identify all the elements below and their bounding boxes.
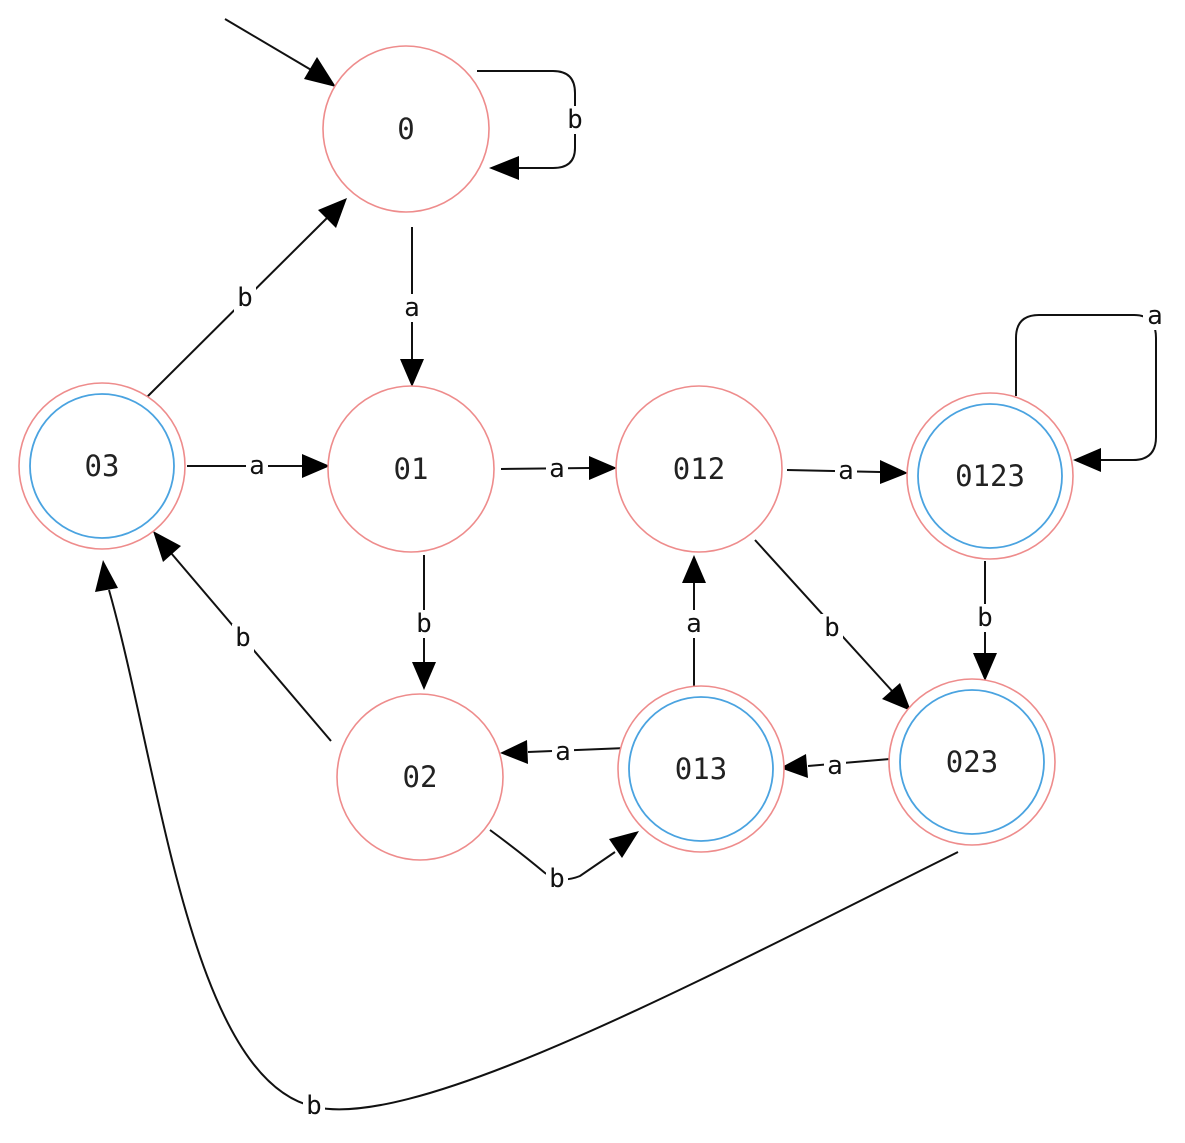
- state-node-0[interactable]: 0: [322, 45, 490, 213]
- state-node-03[interactable]: 03: [18, 382, 186, 550]
- svg-text:a: a: [549, 454, 565, 484]
- edge-label-013-02: a: [552, 737, 574, 767]
- svg-text:a: a: [838, 456, 854, 486]
- svg-text:b: b: [977, 603, 993, 633]
- edge-label-0123-loop: a: [1143, 301, 1167, 331]
- edge-023-013-line: [807, 758, 891, 767]
- arrowhead-012-023: [882, 683, 911, 711]
- arrowhead-0123-loop: [1073, 448, 1101, 472]
- edge-label-02-03: b: [232, 623, 254, 653]
- arrowhead-012-0123: [880, 460, 908, 484]
- state-label: 01: [394, 452, 429, 486]
- svg-text:b: b: [567, 105, 583, 135]
- edge-023-03-line: [108, 589, 959, 1111]
- state-label: 02: [403, 760, 438, 794]
- edges: [108, 18, 1157, 1111]
- edge-label-0123-023: b: [974, 603, 996, 633]
- edge-label-02-013: b: [546, 864, 568, 894]
- state-label: 0: [397, 112, 414, 146]
- edge-label-023-013: a: [824, 751, 846, 781]
- edge-label-01-02: b: [413, 609, 435, 639]
- state-node-013[interactable]: 013: [617, 685, 785, 853]
- arrowhead-0123-023: [973, 653, 997, 681]
- arrowhead-013-012: [682, 555, 706, 583]
- arrowhead-0-loop: [489, 156, 519, 180]
- edge-label-03-0: b: [234, 283, 256, 313]
- arrowheads: [95, 57, 1101, 858]
- svg-text:a: a: [1147, 301, 1163, 331]
- edge-label-013-012: a: [683, 609, 705, 639]
- arrowhead-01-012: [589, 456, 617, 480]
- edge-start-line: [224, 18, 319, 75]
- arrowhead-01-02: [412, 662, 436, 690]
- svg-text:b: b: [235, 623, 251, 653]
- svg-text:a: a: [404, 293, 420, 323]
- edge-label-01-012: a: [546, 454, 568, 484]
- state-node-012[interactable]: 012: [615, 385, 783, 553]
- svg-text:a: a: [555, 737, 571, 767]
- arrowhead-0-01: [400, 359, 424, 387]
- state-node-0123[interactable]: 0123: [906, 392, 1074, 560]
- state-label: 012: [673, 452, 725, 486]
- arrowhead-02-013: [609, 831, 639, 858]
- arrowhead-start: [304, 57, 336, 87]
- edge-label-012-0123: a: [835, 456, 857, 486]
- state-label: 023: [946, 745, 998, 779]
- edge-label-012-023: b: [821, 613, 843, 643]
- svg-text:b: b: [824, 613, 840, 643]
- arrowhead-03-0: [318, 198, 347, 228]
- svg-text:b: b: [549, 864, 565, 894]
- svg-text:a: a: [686, 609, 702, 639]
- arrowhead-02-03: [153, 531, 181, 562]
- svg-text:b: b: [306, 1091, 322, 1121]
- edge-label-0-01: a: [401, 293, 423, 323]
- arrowhead-03-01: [302, 454, 330, 478]
- state-node-01[interactable]: 01: [327, 385, 495, 553]
- svg-text:a: a: [249, 451, 265, 481]
- svg-text:a: a: [827, 751, 843, 781]
- state-label: 013: [675, 752, 727, 786]
- edge-013-02-line: [527, 747, 627, 753]
- nodes: 0 01 012 0123 03 02 013: [18, 45, 1074, 861]
- edge-02-013-line: [489, 829, 616, 881]
- edge-01-012-line: [500, 467, 590, 470]
- state-node-023[interactable]: 023: [888, 678, 1056, 846]
- edge-label-03-01: a: [246, 451, 268, 481]
- edge-0-loop-line: [477, 70, 576, 169]
- edge-label-0-loop: b: [564, 105, 586, 135]
- edge-labels: b a b a a a a b: [232, 105, 1167, 1121]
- svg-text:b: b: [237, 283, 253, 313]
- state-node-02[interactable]: 02: [336, 693, 504, 861]
- state-label: 03: [85, 449, 120, 483]
- arrowhead-023-03: [95, 560, 118, 592]
- arrowhead-023-013: [780, 754, 808, 778]
- edge-label-023-03: b: [303, 1091, 325, 1121]
- edge-012-0123-line: [786, 469, 881, 473]
- svg-text:b: b: [416, 609, 432, 639]
- arrowhead-013-02: [500, 740, 528, 764]
- state-label: 0123: [955, 459, 1025, 493]
